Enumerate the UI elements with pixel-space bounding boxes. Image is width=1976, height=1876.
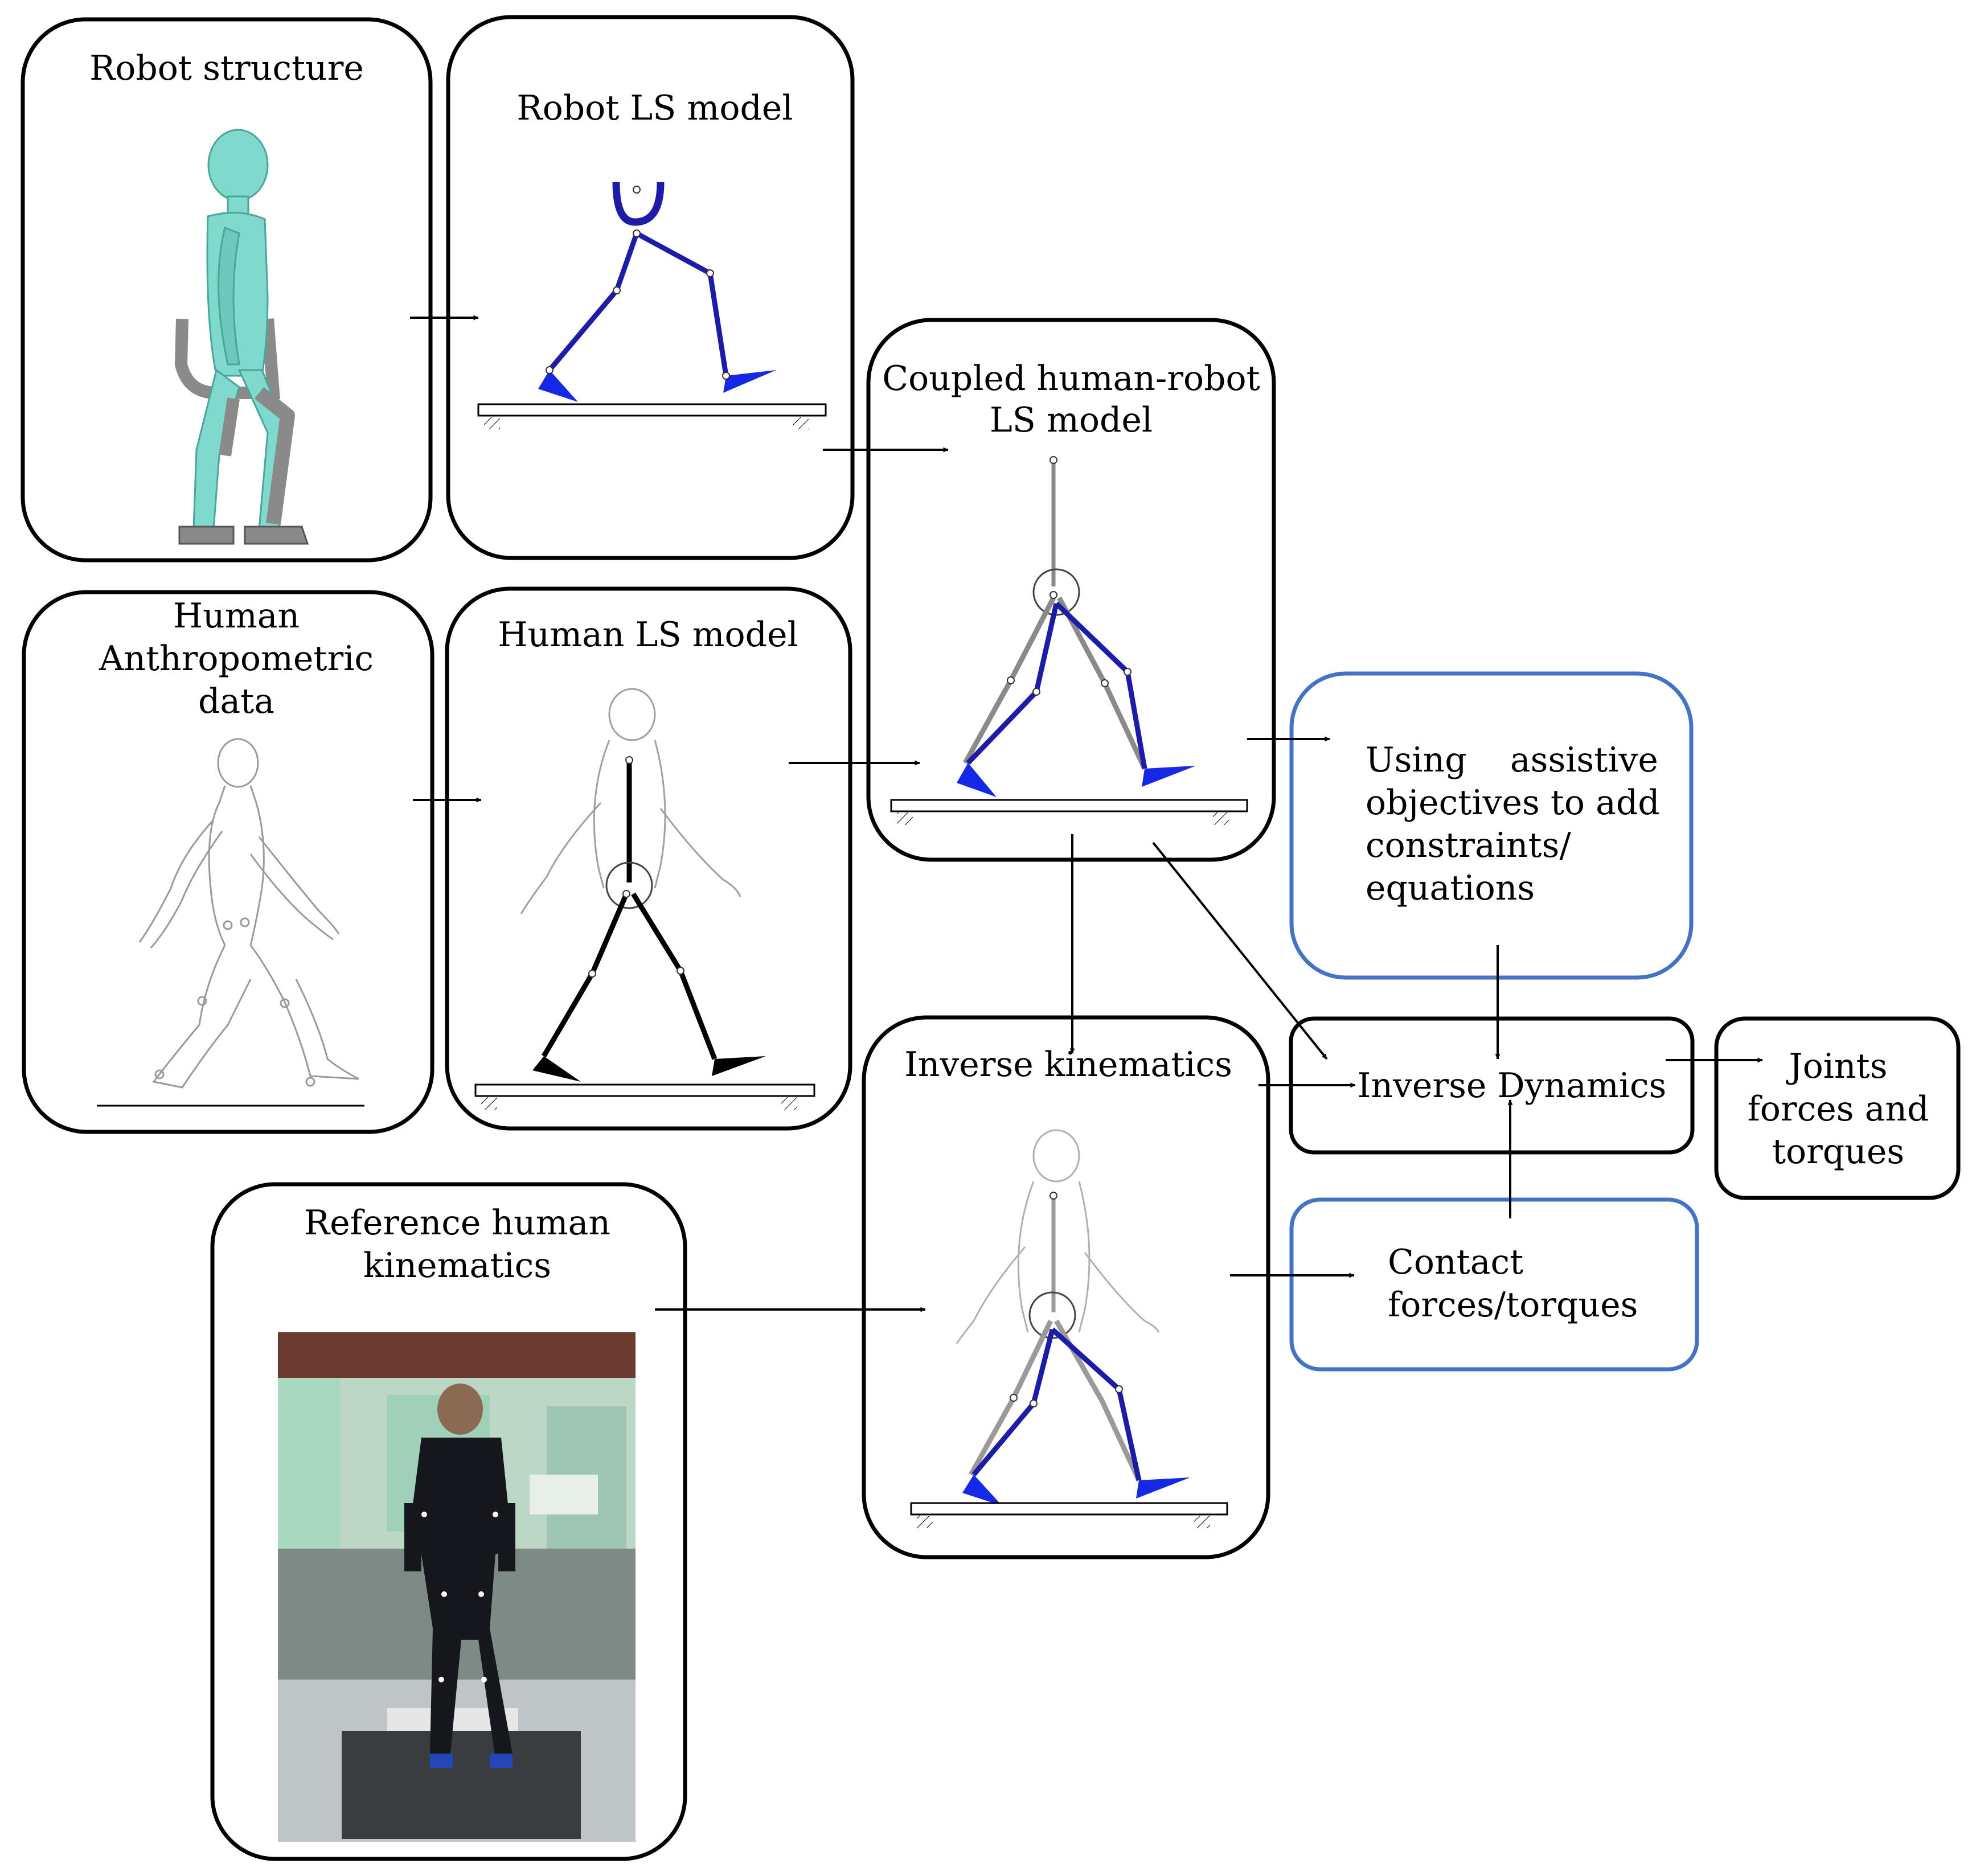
reference-kinematics-box: Reference human kinematics [210,1182,687,1861]
inverse-kinematics-box: Inverse kinematics [862,1015,1270,1559]
coupled-model-label-line-2: LS model [990,400,1153,440]
joints-label-line-1: Joints [1786,1046,1888,1086]
inverse-dynamics-label: Inverse Dynamics [1358,1066,1667,1106]
inverse-kinematics-label: Inverse kinematics [904,1045,1232,1085]
assistive-label-line-1: Using assistive [1366,740,1658,780]
arrows [410,315,1763,1312]
human-outline-figure [138,738,359,1089]
joints-output-box: Joints forces and torques [1714,1016,1961,1200]
robot-ls-model-box: Robot LS model [446,15,855,560]
human-ls-stick-figure [520,688,766,1082]
assistive-label-line-2: objectives to add [1366,783,1660,823]
ground-platform [890,799,1248,825]
anthropometric-label-line-3: data [198,682,274,721]
human-ls-model-box: Human LS model [445,586,852,1131]
anthropometric-label-line-2: Anthropometric [99,639,374,679]
robot-ls-stick-figure [538,182,776,402]
contact-forces-box: Contact forces/torques [1289,1197,1699,1372]
human-ls-model-label: Human LS model [498,615,798,655]
assistive-label-line-3: constraints/ [1366,826,1571,865]
contact-label-line-2: forces/torques [1388,1285,1638,1325]
arrow-icon [1152,841,1328,1060]
joints-label-line-2: forces and [1748,1089,1929,1129]
joints-label-line-3: torques [1772,1132,1904,1172]
reference-label-line-1: Reference human [304,1203,610,1243]
coupled-model-box: Coupled human-robot LS model [866,318,1276,862]
ground-platform [910,1502,1228,1528]
ground-platform [477,403,827,429]
anthropometric-label-line-1: Human [173,596,300,636]
assistive-objectives-box: Using assistive objectives to add constr… [1289,671,1694,980]
inverse-dynamics-box: Inverse Dynamics [1289,1016,1695,1155]
robot-ls-model-label: Robot LS model [516,88,793,128]
human-anthropometric-box: Human Anthropometric data [22,590,434,1134]
robot-structure-label: Robot structure [89,48,364,88]
reference-label-line-2: kinematics [363,1246,551,1286]
contact-label-line-1: Contact [1388,1242,1523,1282]
ground-platform [474,1083,815,1110]
assistive-label-line-4: equations [1366,868,1535,908]
exoskeleton-human-figure [174,129,309,545]
coupled-stick-figure [957,456,1196,797]
coupled-model-label-line-1: Coupled human-robot [882,359,1260,399]
motion-capture-photo [278,1332,636,1842]
inverse-kinematics-figure [956,1129,1190,1506]
robot-structure-box: Robot structure [21,17,433,563]
